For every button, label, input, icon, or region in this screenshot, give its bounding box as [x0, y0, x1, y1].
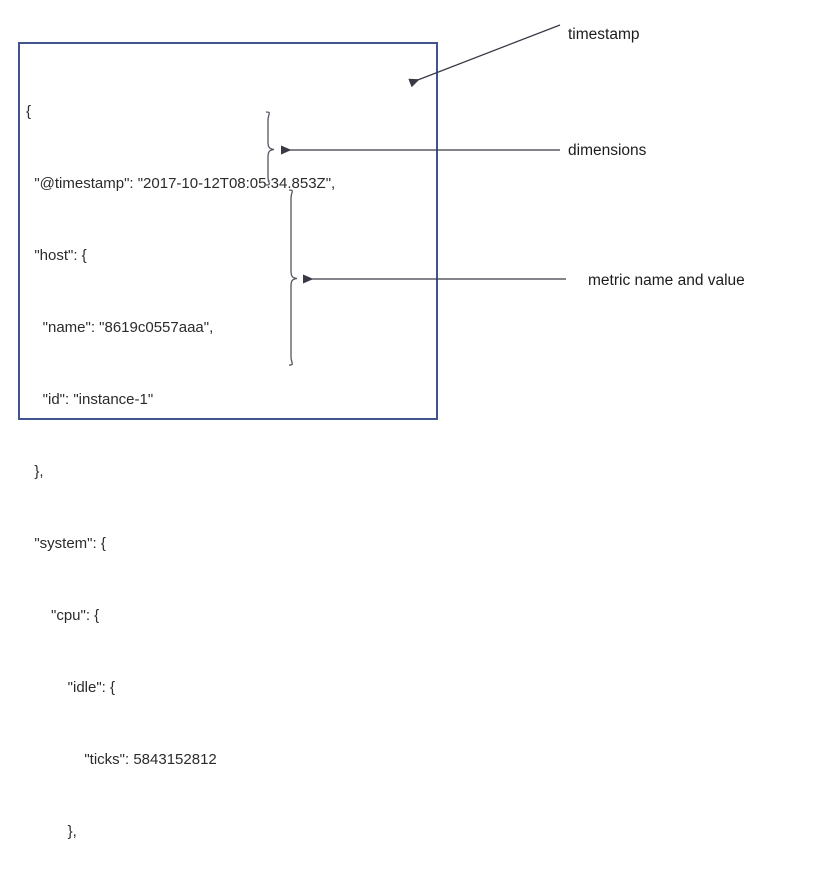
json-line: "host": { [26, 247, 87, 264]
json-line: "@timestamp": "2017-10-12T08:05:34.853Z"… [26, 175, 336, 192]
json-line: { [26, 103, 32, 120]
diagram-canvas: { "@timestamp": "2017-10-12T08:05:34.853… [18, 24, 745, 840]
annotation-label-metric: metric name and value [588, 272, 745, 289]
json-line: "cpu": { [26, 607, 100, 624]
json-document-box [18, 42, 438, 420]
json-line: "name": "8619c0557aaa", [26, 319, 214, 336]
annotation-label-dimensions: dimensions [568, 142, 647, 159]
json-line: "system": { [26, 535, 106, 552]
json-document-code: { "@timestamp": "2017-10-12T08:05:34.853… [18, 42, 438, 840]
json-line: "idle": { [26, 679, 116, 696]
json-line: }, [26, 463, 44, 480]
json-line: "id": "instance-1" [26, 391, 154, 408]
annotation-label-timestamp: timestamp [568, 26, 640, 43]
json-line: "ticks": 5843152812 [26, 751, 217, 768]
json-line: }, [26, 823, 77, 840]
